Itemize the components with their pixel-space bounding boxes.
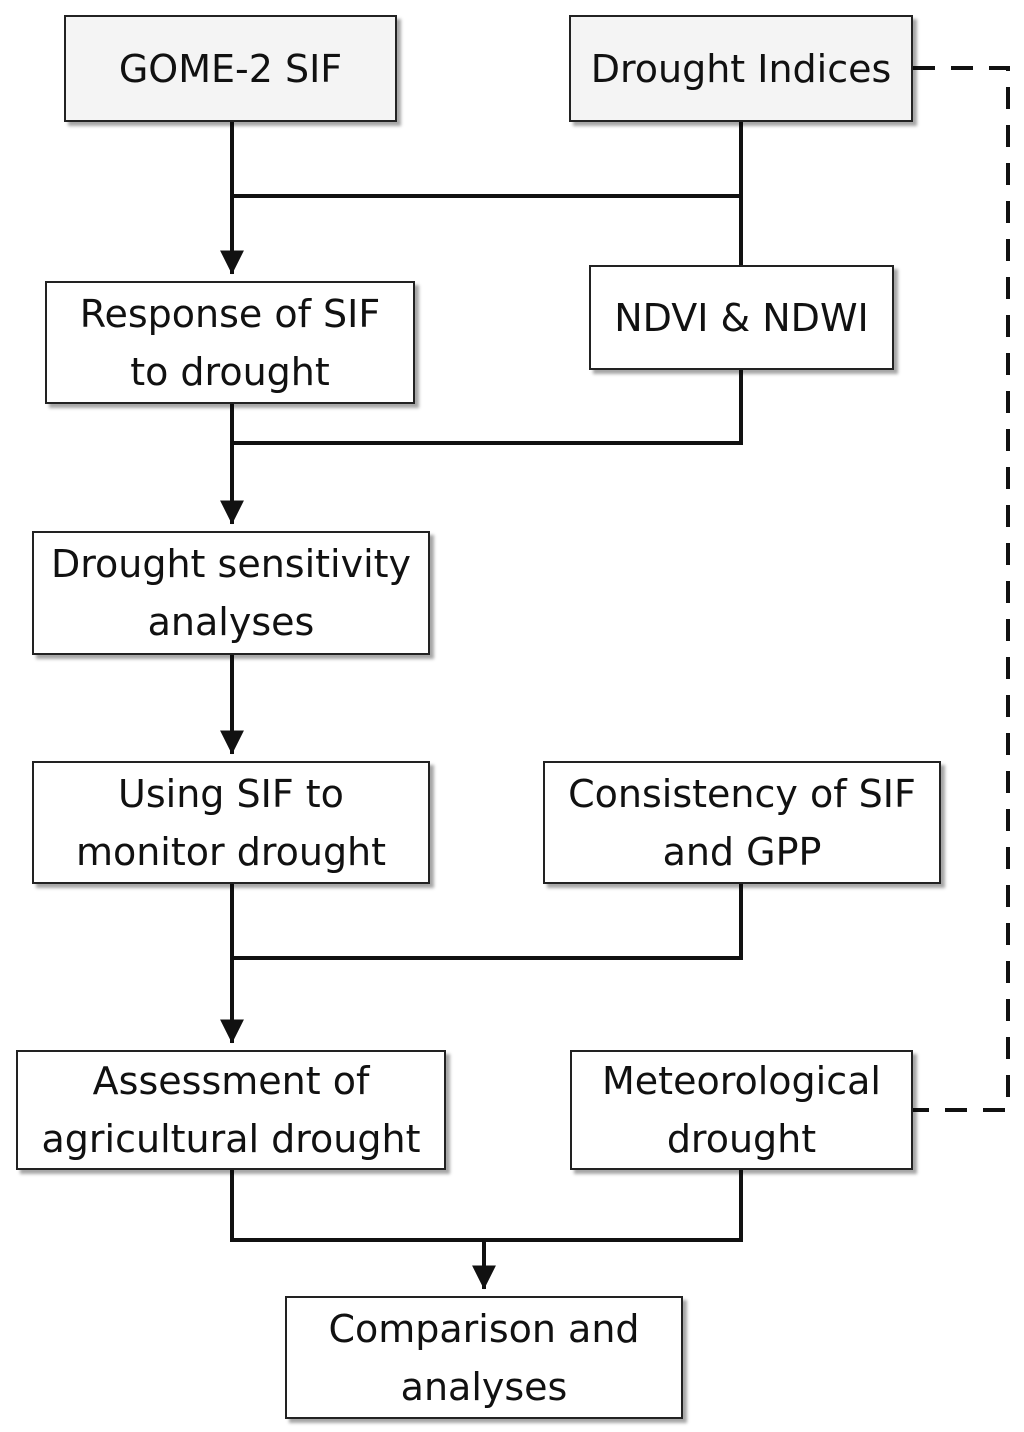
node-gome-2-sif-label: GOME-2 SIF [118,46,343,91]
node-response-of-sif-label: Response of SIF to drought [79,291,381,394]
node-meteorological-drought-label: Meteorological drought [602,1059,881,1161]
node-gome-2-sif: GOME-2 SIF [64,15,397,122]
node-meteorological-drought: Meteorological drought [570,1050,913,1170]
node-ndvi-ndwi-label: NDVI & NDWI [614,295,869,340]
node-comparison-and-analyses: Comparison and analyses [285,1296,683,1419]
connector-ndvi-join [230,368,743,445]
node-drought-sensitivity-label: Drought sensitivity analyses [50,542,412,644]
node-drought-indices: Drought Indices [569,15,913,122]
node-drought-indices-label: Drought Indices [590,46,892,91]
node-comparison-and-analyses-label: Comparison and analyses [328,1306,640,1409]
node-drought-sensitivity: Drought sensitivity analyses [32,531,430,655]
connector-agricultural-join [230,1168,743,1242]
node-ndvi-ndwi: NDVI & NDWI [589,265,894,370]
node-assessment-agricultural-drought-label: Assessment of agricultural drought [41,1059,421,1161]
node-consistency-of-sif-and-gpp-label: Consistency of SIF and GPP [568,771,916,874]
node-response-of-sif: Response of SIF to drought [45,281,415,404]
node-assessment-agricultural-drought: Assessment of agricultural drought [16,1050,446,1170]
node-using-sif-to-monitor: Using SIF to monitor drought [32,761,430,884]
connector-consistency-join [230,882,743,960]
node-using-sif-to-monitor-label: Using SIF to monitor drought [75,771,387,874]
node-consistency-of-sif-and-gpp: Consistency of SIF and GPP [543,761,941,884]
dashed-connector-indices-to-meteorological [913,66,1010,1112]
